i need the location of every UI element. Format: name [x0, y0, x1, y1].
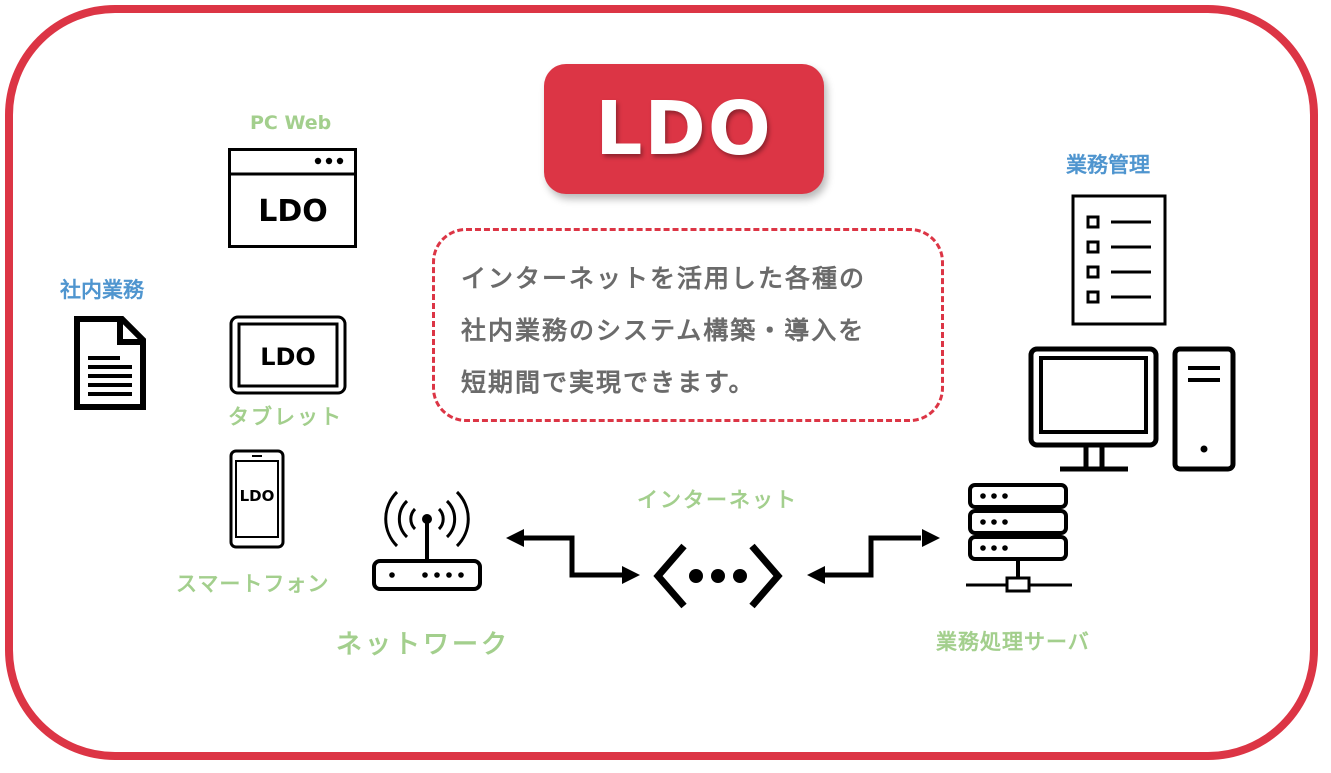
- description-line-1: インターネットを活用した各種の: [461, 264, 867, 293]
- description-line-3: 短期間で実現できます。: [461, 368, 756, 397]
- tablet-icon: LDO: [229, 315, 347, 395]
- desktop-computer-icon: [1028, 346, 1236, 472]
- browser-window-icon: LDO: [228, 148, 357, 248]
- business-server-label: 業務処理サーバ: [936, 630, 1090, 654]
- pc-web-label: PC Web: [250, 112, 332, 134]
- internet-network-icon: [653, 543, 783, 609]
- arrow-left-connector: [506, 529, 640, 584]
- arrow-right-connector: [807, 529, 940, 584]
- network-label: ネットワーク: [336, 630, 511, 660]
- smartphone-icon: LDO: [229, 449, 285, 549]
- description-box: インターネットを活用した各種の 社内業務のシステム構築・導入を 短期間で実現でき…: [432, 228, 944, 422]
- description-line-2: 社内業務のシステム構築・導入を: [461, 316, 866, 345]
- outer-frame: [5, 5, 1318, 760]
- checklist-icon: [1071, 194, 1167, 326]
- title-badge: LDO: [544, 64, 824, 194]
- document-icon: [74, 316, 146, 410]
- title-text: LDO: [595, 86, 773, 172]
- internet-label: インターネット: [637, 488, 798, 512]
- smartphone-label: スマートフォン: [176, 572, 330, 596]
- internal-work-label: 社内業務: [60, 278, 144, 302]
- server-rack-icon: [966, 483, 1072, 593]
- smartphone-screen-text: LDO: [240, 487, 275, 505]
- tablet-label: タブレット: [228, 405, 343, 429]
- pc-web-screen-text: LDO: [258, 194, 328, 229]
- business-management-label: 業務管理: [1066, 153, 1150, 177]
- wifi-router-icon: [372, 490, 482, 591]
- tablet-screen-text: LDO: [260, 343, 316, 371]
